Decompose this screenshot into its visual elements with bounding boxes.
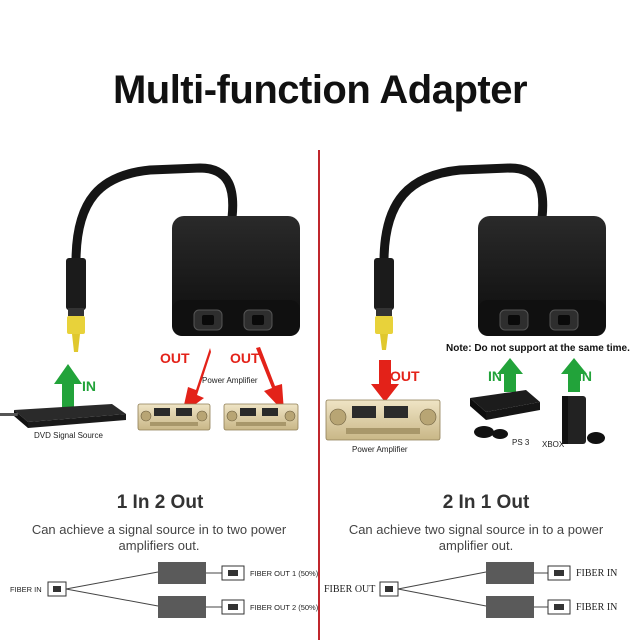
xbox-label: XBOX [542,440,565,449]
left-in-label: IN [82,378,96,394]
dvd-source-label: DVD Signal Source [34,431,103,440]
left-out-arrow-2 [256,347,284,412]
left-in-arrow [54,364,82,410]
right-amplifier-image [325,399,441,441]
left-amplifier-label: Power Amplifier [202,376,258,385]
right-in-label-2: IN [578,368,592,384]
left-amplifier-2-image [223,403,299,431]
left-cable [71,163,238,267]
right-amplifier-label: Power Amplifier [352,445,408,454]
right-diagram-output-label: FIBER OUT [324,584,376,595]
xbox-console-image [562,396,605,444]
right-out-arrow [371,360,399,402]
right-diagram-input-1-label: FIBER IN [576,568,618,579]
left-diagram-input-label: FIBER IN [10,585,42,594]
right-toslink-plug [374,258,394,350]
left-diagram-output-2-label: FIBER OUT 2 (50%) [250,603,319,612]
dvd-player-image [0,404,126,428]
left-diagram-output-1-label: FIBER OUT 1 (50%) [250,569,319,578]
center-divider [318,150,320,640]
ps3-label: PS 3 [512,438,530,447]
left-heading: 1 In 2 Out [116,492,204,513]
left-amplifier-1-image [137,403,211,431]
left-out-arrow-1 [182,348,211,414]
right-in-arrow-1 [497,358,523,392]
left-description: Can achieve a signal source in to two po… [31,522,287,553]
right-diagram-input-2-label: FIBER IN [576,602,618,613]
right-note: Note: Do not support at the same time. [446,343,630,354]
right-heading: 2 In 1 Out [442,492,530,513]
right-splitter-box [478,216,606,336]
left-toslink-plug [66,258,86,352]
left-diagram [47,562,245,618]
right-cable [379,163,548,267]
right-diagram [379,562,571,618]
page-title: Multi-function Adapter [112,68,528,112]
left-splitter-box [172,216,300,336]
right-in-arrow-2 [561,358,587,392]
right-description: Can achieve two signal source in to a po… [348,522,604,553]
right-out-label: OUT [390,368,420,384]
ps3-console-image [470,390,540,439]
left-out-label-2: OUT [230,350,260,366]
left-out-label-1: OUT [160,350,190,366]
right-in-label-1: IN [488,368,502,384]
